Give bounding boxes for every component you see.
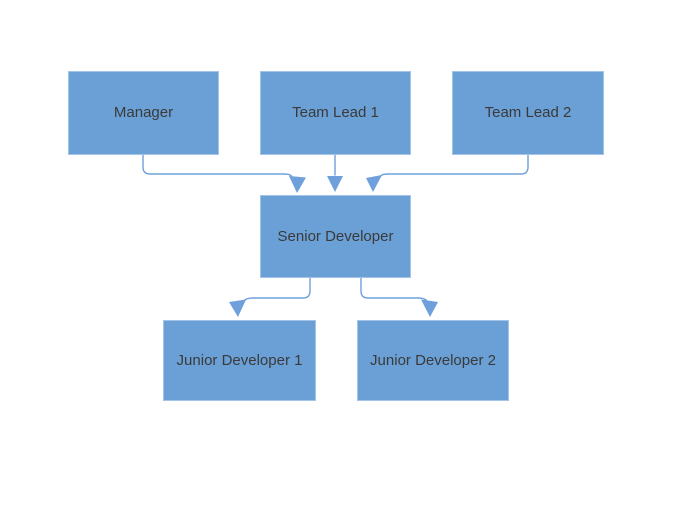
node-label: Manager (113, 104, 174, 121)
connector-line (243, 277, 311, 302)
connector-team-lead-1-to-senior-developer (327, 154, 343, 192)
node-team-lead-1: Team Lead 1 (260, 71, 411, 155)
node-manager: Manager (68, 71, 219, 155)
node-senior-developer: Senior Developer (260, 195, 411, 278)
node-team-lead-2: Team Lead 2 (452, 71, 604, 155)
connector-line (142, 154, 293, 178)
arrowhead-icon (327, 176, 343, 192)
connector-manager-to-senior-developer (142, 154, 306, 193)
node-junior-developer-2: Junior Developer 2 (357, 320, 509, 401)
connector-senior-developer-to-junior-developer-2 (360, 277, 438, 317)
node-junior-developer-1: Junior Developer 1 (163, 320, 316, 401)
connector-team-lead-2-to-senior-developer (366, 154, 529, 192)
arrowhead-icon (366, 175, 382, 192)
connector-line (379, 154, 529, 178)
node-label: Team Lead 2 (484, 104, 572, 121)
node-label: Senior Developer (277, 227, 394, 245)
connector-line (360, 277, 428, 302)
connector-senior-developer-to-junior-developer-1 (229, 277, 311, 317)
node-label: Junior Developer 1 (176, 351, 303, 369)
node-label: Junior Developer 2 (370, 351, 496, 369)
arrowhead-icon (421, 299, 438, 317)
arrowhead-icon (229, 299, 246, 317)
node-label: Team Lead 1 (292, 104, 379, 121)
arrowhead-icon (289, 176, 306, 193)
